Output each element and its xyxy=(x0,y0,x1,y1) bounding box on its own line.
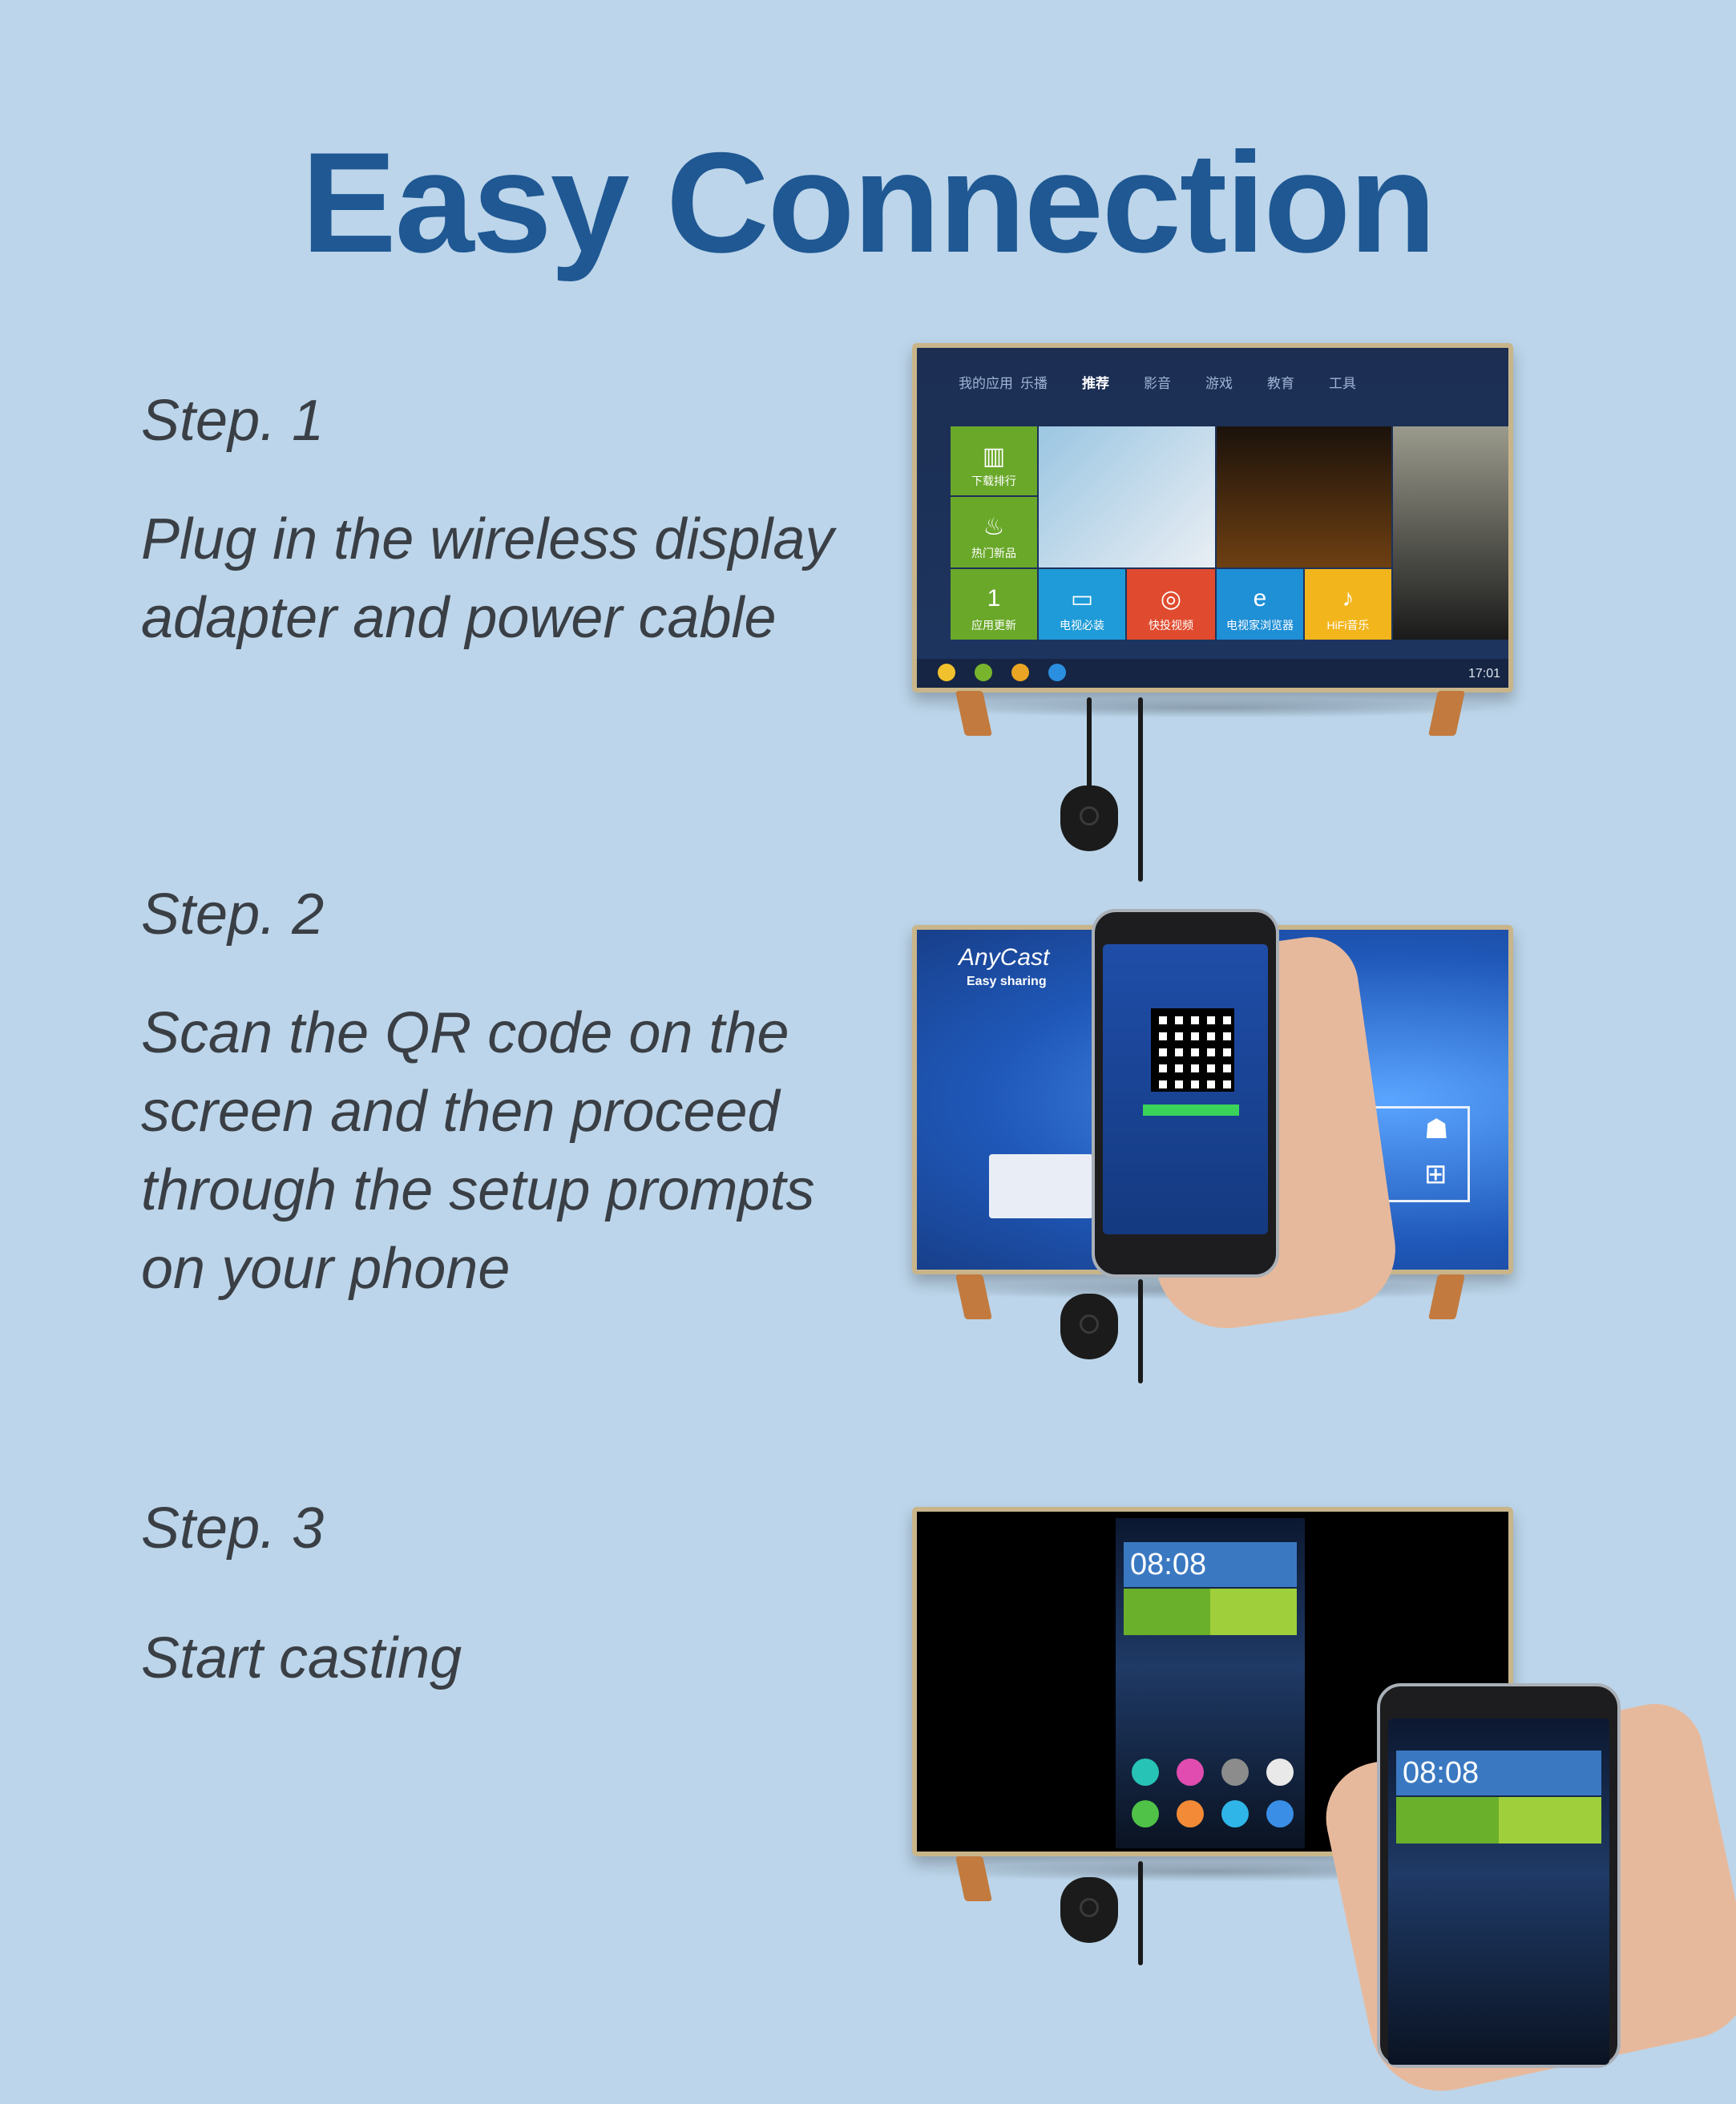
tv-tab: 教育 xyxy=(1267,376,1294,391)
phone-clock-widget: 08:08 xyxy=(1396,1751,1601,1795)
smartphone xyxy=(1092,909,1279,1278)
hdmi-cable xyxy=(1087,697,1092,818)
tv-clock: 17:01 xyxy=(1468,667,1500,680)
user-icon xyxy=(1048,664,1066,681)
check-icon xyxy=(975,664,992,681)
progress-bar xyxy=(1143,1104,1239,1116)
app-icon xyxy=(1177,1759,1204,1786)
power-cable xyxy=(1138,1279,1143,1383)
wireless-display-dongle xyxy=(1060,1877,1118,1943)
power-cable xyxy=(1138,697,1143,882)
mirrored-phone-display: 08:08 xyxy=(1116,1518,1305,1848)
tv-shadow xyxy=(922,697,1504,718)
phone-icon xyxy=(1132,1800,1159,1827)
qr-code xyxy=(1151,1008,1234,1092)
tv-status-bar: 17:01 xyxy=(917,659,1508,688)
tv-tile: ♪HiFi音乐 xyxy=(1305,569,1391,640)
android-icon: ☗ xyxy=(1424,1114,1449,1145)
tv-tab-active: 推荐 xyxy=(1082,376,1109,391)
tv-tile: ◎快投视频 xyxy=(1127,569,1215,640)
tv-feature-banner xyxy=(1039,426,1215,567)
tv-tab: 我的应用 xyxy=(959,376,1013,391)
devices-illustration xyxy=(989,1154,1093,1218)
step-2-label: Step. 2 xyxy=(141,882,325,947)
tv-feature-banner xyxy=(1217,426,1391,567)
phone-screen xyxy=(1103,944,1268,1234)
step-3-label: Step. 3 xyxy=(141,1496,325,1561)
anycast-tagline: Easy sharing xyxy=(967,975,1047,988)
tv-tab-bar: 我的应用 乐播 推荐 影音 游戏 教育 工具 xyxy=(959,372,1476,392)
smartphone: 08:08 xyxy=(1377,1683,1621,2068)
step-1-label: Step. 1 xyxy=(141,389,325,453)
app-icon xyxy=(1132,1759,1159,1786)
tv-tile: ▭电视必装 xyxy=(1039,569,1125,640)
phone-screen: 08:08 xyxy=(1388,1718,1609,2065)
tv-tab: 乐播 xyxy=(1020,376,1048,391)
tv-tile: ♨热门新品 xyxy=(951,497,1037,567)
tv-tab: 游戏 xyxy=(1205,376,1233,391)
update-count-icon: 1 xyxy=(987,585,1001,612)
mirrored-clock-widget: 08:08 xyxy=(1124,1542,1297,1587)
music-icon: ♪ xyxy=(1342,585,1354,612)
wireless-display-dongle xyxy=(1060,785,1118,851)
monitor-icon: ▭ xyxy=(1070,586,1094,612)
message-icon xyxy=(1221,1800,1249,1827)
browser-icon: e xyxy=(1253,585,1267,612)
play-icon: ◎ xyxy=(1160,586,1182,612)
wallpaper-banner xyxy=(1396,1797,1601,1844)
camera-icon xyxy=(1266,1759,1294,1786)
wallpaper-banner xyxy=(1124,1589,1297,1635)
tv-step-3: 08:08 xyxy=(912,1507,1513,1856)
tv-tab: 工具 xyxy=(1329,376,1356,391)
step-3-description: Start casting xyxy=(141,1626,462,1690)
download-icon xyxy=(1011,664,1029,681)
tv-tab: 影音 xyxy=(1144,376,1171,391)
page-title: Easy Connection xyxy=(301,123,1436,282)
contacts-icon xyxy=(1177,1800,1204,1827)
browser-icon xyxy=(1266,1800,1294,1827)
tv-tile: ▥下载排行 xyxy=(951,426,1037,495)
windows-icon: ⊞ xyxy=(1424,1159,1447,1189)
chart-icon: ▥ xyxy=(982,443,1006,470)
power-cable xyxy=(1138,1861,1143,1965)
tv-feature-banner xyxy=(1393,426,1508,640)
flame-icon: ♨ xyxy=(983,514,1005,540)
search-icon xyxy=(938,664,955,681)
anycast-logo: AnyCast xyxy=(959,944,1050,971)
wireless-display-dongle xyxy=(1060,1294,1118,1359)
settings-icon xyxy=(1221,1759,1249,1786)
